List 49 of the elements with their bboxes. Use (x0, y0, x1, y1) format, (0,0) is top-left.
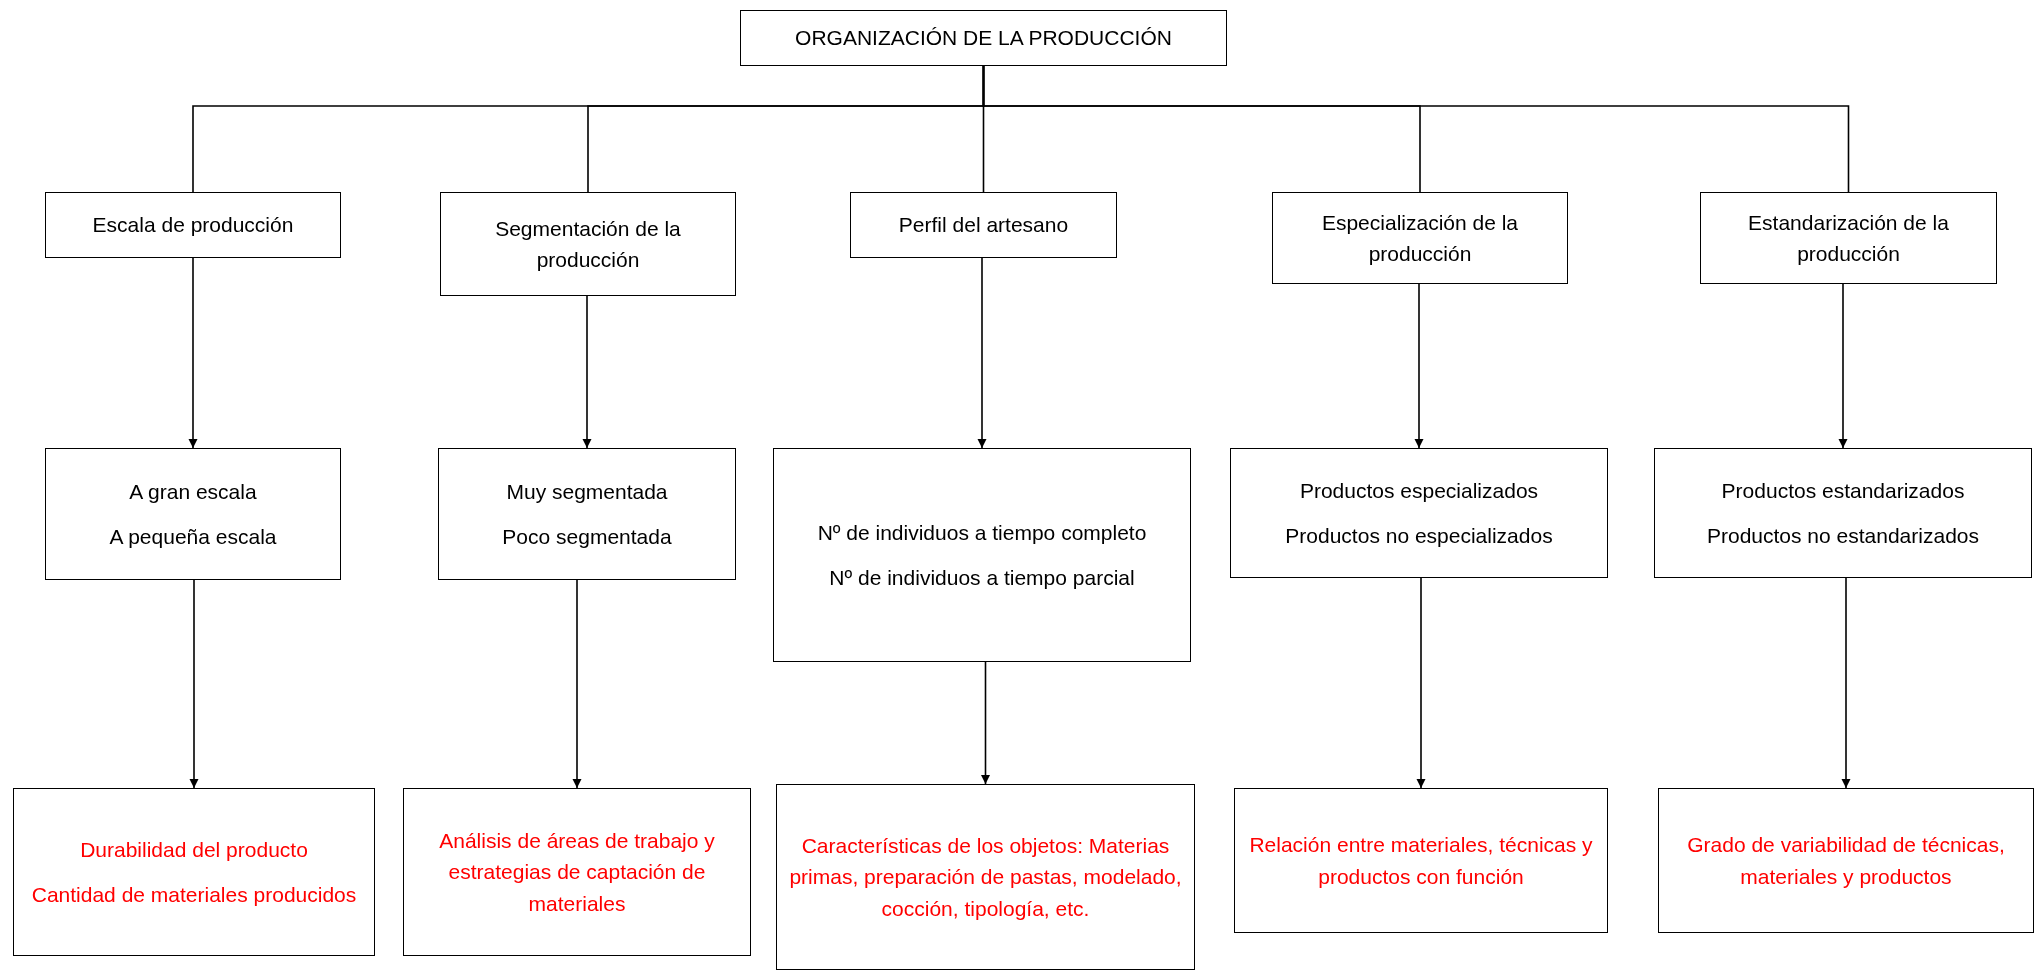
title-box (740, 10, 1227, 66)
category-box (45, 192, 341, 258)
category-box (1272, 192, 1568, 284)
result-box (13, 788, 375, 956)
node-text: ORGANIZACIÓN DE LA PRODUCCIÓN (795, 25, 1172, 52)
arrow (1841, 577, 1851, 789)
arrow (582, 295, 592, 449)
node-text: Productos especializados (1299, 477, 1539, 504)
option-box (1654, 448, 2032, 578)
arrow (1414, 283, 1424, 449)
node-text: Grado de variabilidad de técnicas, materiales y productos (1686, 832, 2006, 890)
node-text: A pequeña escala (109, 524, 277, 550)
node-text: Perfil del artesano (898, 212, 1069, 239)
arrow (189, 579, 199, 789)
category-box (850, 192, 1117, 258)
node-text: Productos estandarizados (1721, 477, 1965, 504)
node-text: Características de los objetos: Materias primas, preparación de pastas, modelado, cocción, tipología, etc. (788, 832, 1183, 922)
node-text: Segmentación de la producción (494, 215, 682, 273)
arrow (981, 661, 990, 785)
option-box (773, 448, 1191, 662)
connector-line (982, 65, 1850, 193)
result-box (403, 788, 751, 956)
arrow (977, 257, 987, 449)
option-box (45, 448, 341, 580)
node-text: Especialización de la producción (1320, 209, 1520, 267)
node-text: Escala de producción (92, 212, 294, 239)
result-box (1658, 788, 2034, 933)
node-text: Estandarización de la producción (1747, 209, 1950, 267)
node-text: Muy segmentada (506, 478, 668, 505)
node-text: Cantidad de materiales producidos (31, 882, 357, 908)
category-box (1700, 192, 1997, 284)
node-text: Durabilidad del producto (80, 836, 308, 863)
node-text: Relación entre materiales, técnicas y productos con función (1248, 832, 1594, 890)
option-box (1230, 448, 1608, 578)
node-text: Productos no estandarizados (1707, 523, 1979, 549)
option-box (438, 448, 736, 580)
node-text: Nº de individuos a tiempo parcial (829, 565, 1135, 591)
result-box (1234, 788, 1608, 933)
node-text: Nº de individuos a tiempo completo (817, 519, 1147, 546)
arrow (572, 579, 582, 789)
arrow (1838, 283, 1848, 449)
node-text: Productos no especializados (1285, 523, 1553, 549)
node-text: Poco segmentada (502, 524, 672, 550)
result-box (776, 784, 1195, 970)
arrow (1416, 577, 1426, 789)
arrow (188, 257, 198, 449)
node-text: Análisis de áreas de trabajo y estrategias de captación de materiales (438, 827, 716, 917)
node-text: A gran escala (129, 478, 257, 505)
category-box (440, 192, 736, 296)
